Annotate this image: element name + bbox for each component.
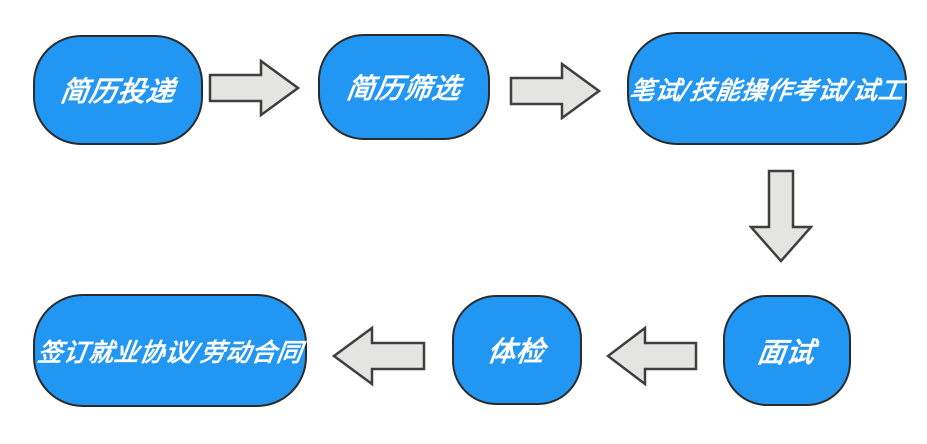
node-sign-agreement-label: 签订就业协议/劳动合同 [35, 337, 305, 367]
node-written-skill-test: 笔试/技能操作考试/试工 [627, 32, 907, 145]
node-interview: 面试 [723, 295, 851, 406]
node-physical-exam-label: 体检 [485, 335, 548, 368]
arrow-right-icon [208, 59, 300, 117]
node-physical-exam: 体检 [452, 295, 582, 405]
arrow-right-icon [509, 62, 601, 120]
node-resume-screening: 简历筛选 [318, 34, 490, 140]
node-interview-label: 面试 [755, 335, 818, 369]
node-resume-submission-label: 简历投递 [58, 75, 178, 108]
node-written-skill-test-label: 笔试/技能操作考试/试工 [627, 75, 906, 105]
node-resume-submission: 简历投递 [33, 35, 203, 145]
arrow-down-icon [749, 169, 813, 263]
node-sign-agreement: 签订就业协议/劳动合同 [33, 294, 307, 407]
node-resume-screening-label: 简历筛选 [344, 72, 464, 105]
arrow-left-icon [332, 326, 426, 386]
arrow-left-icon [606, 326, 698, 386]
